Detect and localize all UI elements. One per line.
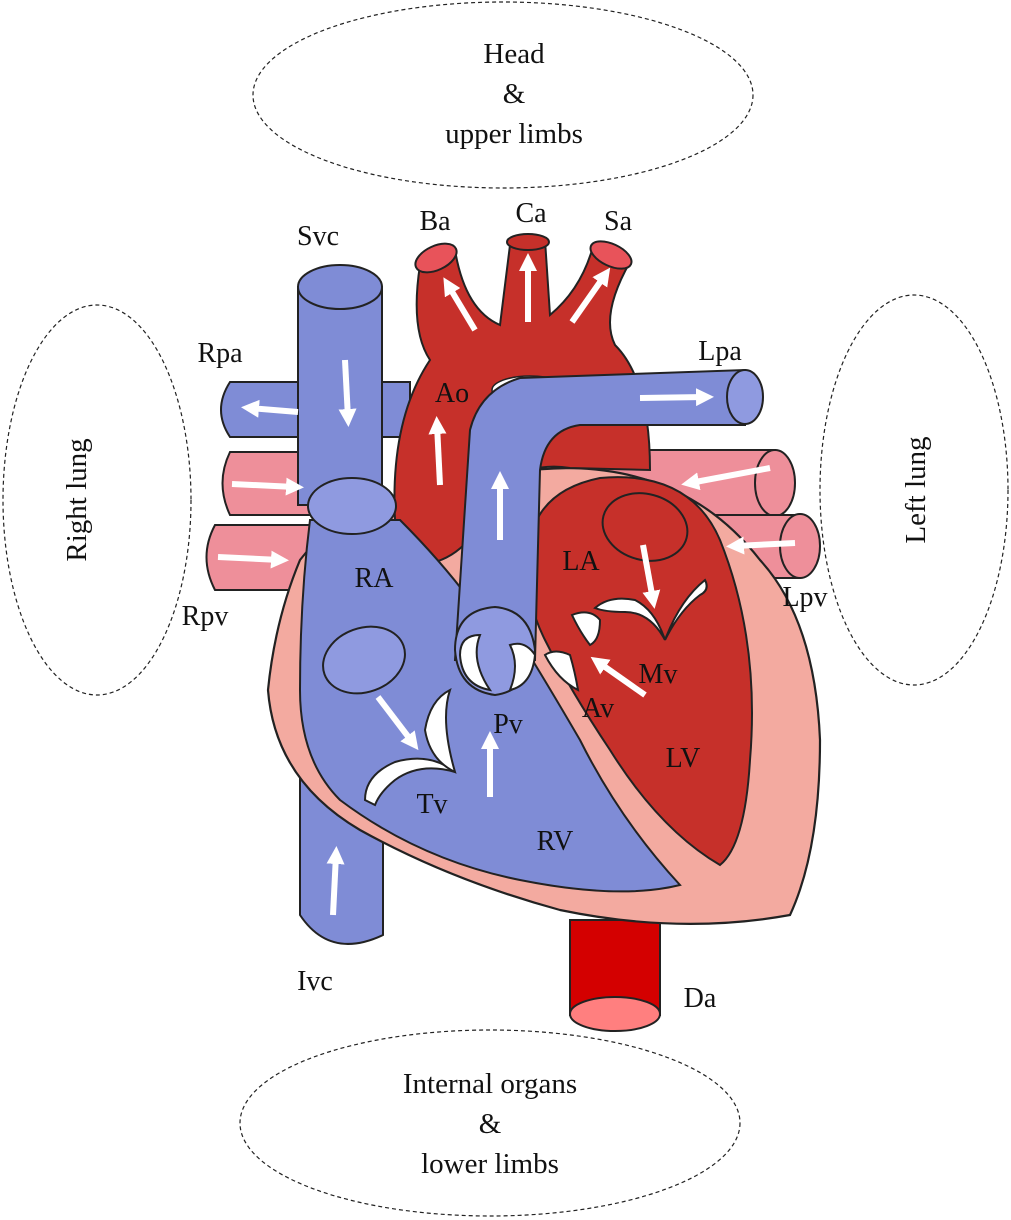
lower-body-region-ellipse — [239, 1029, 741, 1217]
da-label: Da — [684, 983, 717, 1014]
svc-label: Svc — [297, 221, 339, 252]
aortic-valve — [543, 611, 602, 692]
descending-aorta — [569, 919, 661, 1032]
rpa-label: Rpa — [197, 338, 243, 369]
left-lung-ellipse — [819, 294, 1009, 686]
right-lung-label: Right lung — [61, 438, 93, 561]
superior-vena-cava — [297, 264, 397, 535]
lower-limbs-label: lower limbs — [421, 1148, 559, 1180]
left-lung-label: Left lung — [900, 436, 932, 543]
av-label: Av — [582, 693, 614, 724]
ba-label: Ba — [419, 206, 451, 237]
ivc-label: Ivc — [297, 966, 333, 997]
head-label: Head — [483, 38, 545, 70]
flow-arrows — [217, 253, 796, 916]
lpv-label: Lpv — [782, 582, 827, 613]
head-ampersand: & — [503, 78, 526, 110]
head-region-ellipse — [252, 1, 754, 189]
ca-label: Ca — [515, 198, 547, 229]
mv-label: Mv — [639, 659, 678, 690]
mitral-valve — [593, 578, 708, 641]
la-vein-opening — [601, 492, 689, 562]
ivc-opening — [322, 625, 406, 695]
rv-label: RV — [537, 826, 574, 857]
tv-label: Tv — [416, 789, 447, 820]
lpa-label: Lpa — [698, 336, 742, 367]
pv-label: Pv — [493, 709, 523, 740]
sa-label: Sa — [604, 206, 633, 237]
internal-organs-label: Internal organs — [403, 1068, 577, 1100]
rpv-label: Rpv — [182, 601, 229, 632]
pulmonary-valve — [458, 633, 537, 692]
bottom-ampersand: & — [479, 1108, 502, 1140]
la-label: LA — [562, 546, 600, 577]
ao-label: Ao — [435, 378, 469, 409]
ra-label: RA — [355, 563, 395, 594]
right-lung-ellipse — [2, 304, 192, 696]
upper-limbs-label: upper limbs — [445, 118, 583, 150]
tricuspid-valve — [363, 688, 457, 807]
lv-label: LV — [666, 743, 701, 774]
